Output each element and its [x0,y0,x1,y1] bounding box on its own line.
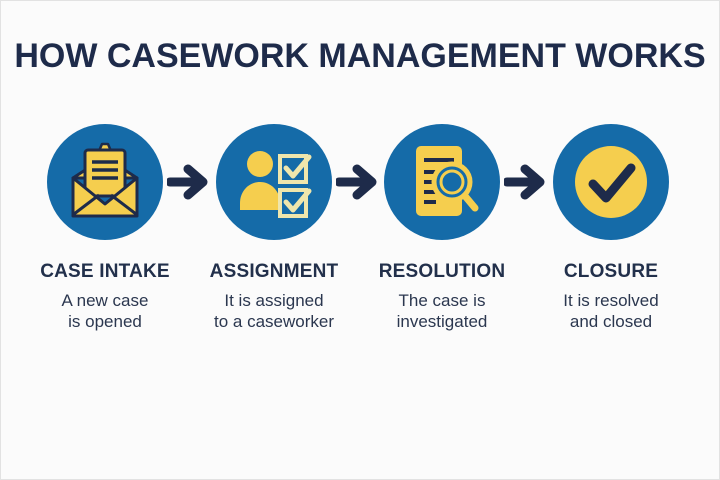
arrow-right-icon [167,164,208,200]
step-1-label: CASE INTAKE [40,261,170,282]
check-circle-icon [575,146,647,218]
step-assignment: ASSIGNMENT It is assigned to a caseworke… [189,124,359,332]
step-4-description: It is resolved and closed [526,290,696,332]
step-1-desc-line1: A new case [61,291,149,310]
arrow-right-icon [336,164,377,200]
page-title: HOW CASEWORK MANAGEMENT WORKS [14,37,706,75]
step-2-circle-badge [216,124,332,240]
arrow-right-icon [504,164,545,200]
step-3-label: RESOLUTION [378,261,506,282]
step-2-description: It is assigned to a caseworker [189,290,359,332]
step-resolution: RESOLUTION The case is investigated [357,124,527,332]
step-1-circle-badge [47,124,163,240]
step-2-label: ASSIGNMENT [209,261,339,282]
step-3-circle-badge [384,124,500,240]
step-1-description: A new case is opened [20,290,190,332]
step-3-description: The case is investigated [357,290,527,332]
step-1-desc-line2: is opened [68,312,142,331]
step-3-desc-line2: investigated [396,312,488,331]
step-case-intake: CASE INTAKE A new case is opened [20,124,190,332]
step-4-desc-line2: and closed [569,312,653,331]
step-2-desc-line1: It is assigned [224,291,324,310]
step-closure: CLOSURE It is resolved and closed [526,124,696,332]
step-3-desc-line1: The case is [398,291,486,310]
step-4-desc-line1: It is resolved [563,291,659,310]
document-magnifier-icon [416,146,479,216]
person-checklist-icon [240,151,312,218]
open-envelope-letter-icon [71,142,139,218]
step-4-circle-badge [553,124,669,240]
step-4-label: CLOSURE [563,261,659,282]
step-2-desc-line2: to a caseworker [214,312,334,331]
